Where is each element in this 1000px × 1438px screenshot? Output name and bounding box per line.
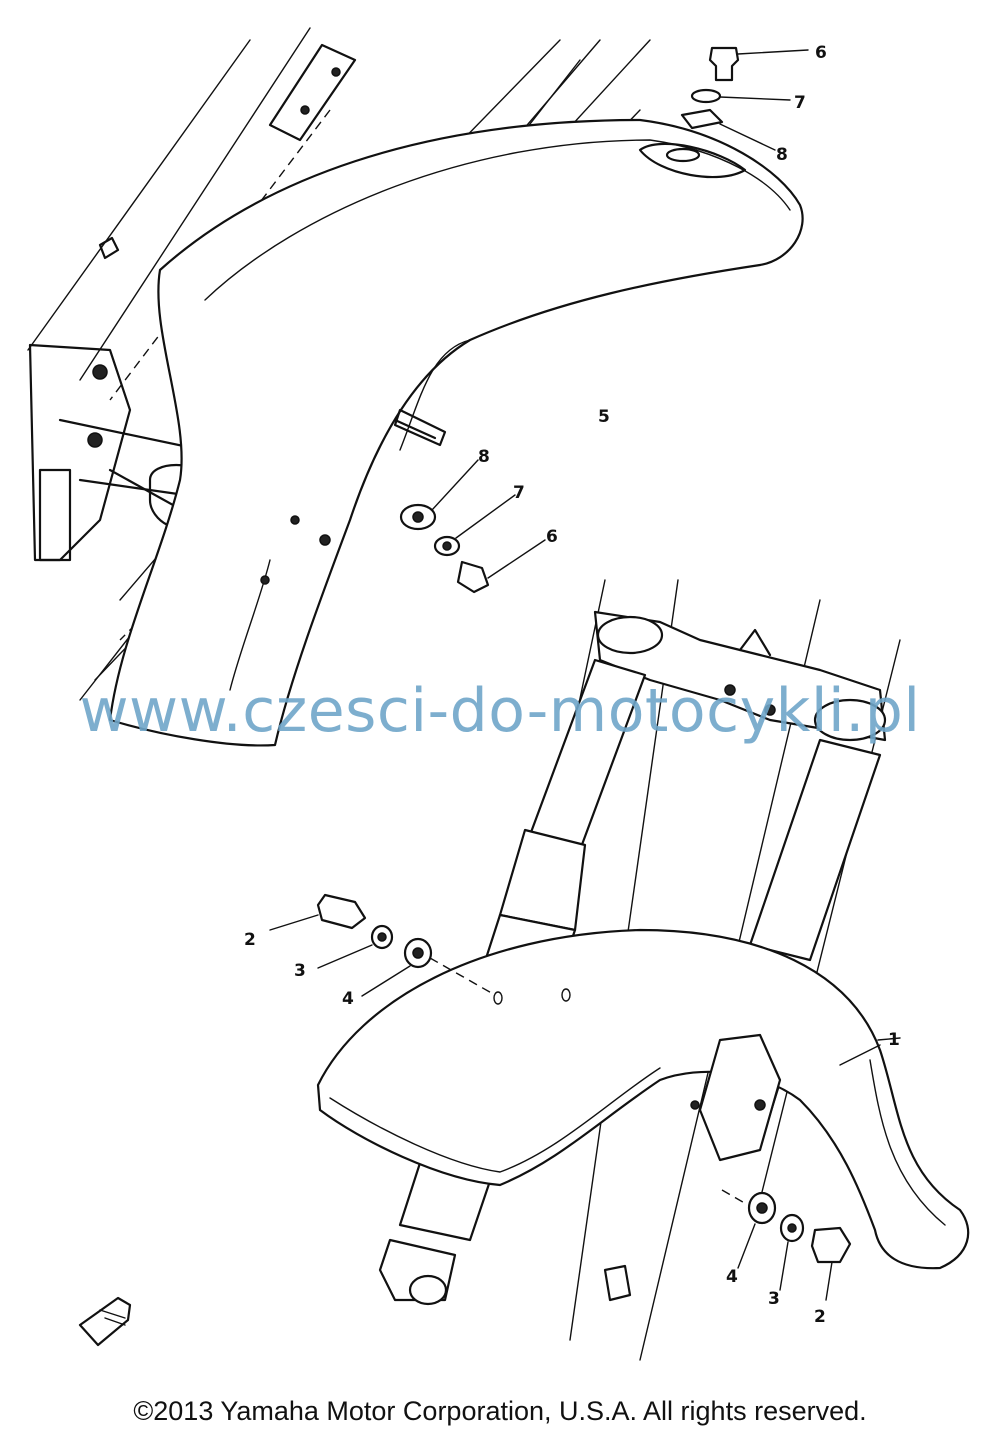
watermark-text: www.czesci-do-motocykli.pl	[79, 676, 921, 746]
plain-washer-left	[361, 937, 496, 997]
plain-washer-top	[680, 108, 776, 151]
fender-stud	[393, 408, 447, 447]
triple-clamp	[593, 610, 887, 742]
callout-6-top: 6	[815, 43, 827, 63]
callout-4-left: 4	[342, 989, 354, 1009]
callout-2-left: 2	[244, 930, 256, 950]
plain-washer-mid	[399, 459, 479, 531]
callout-7-top: 7	[794, 93, 806, 113]
callout-8-mid: 8	[478, 447, 490, 467]
lock-washer-mid	[433, 494, 516, 557]
lock-washer-top	[690, 88, 791, 104]
lock-washer-right	[779, 1213, 805, 1291]
callout-3-right: 3	[768, 1289, 780, 1309]
callout-6-mid: 6	[546, 527, 558, 547]
bolt-top	[708, 46, 809, 82]
callout-8-top: 8	[776, 145, 788, 165]
callout-2-right: 2	[814, 1307, 826, 1327]
lock-washer-left	[317, 924, 394, 969]
callout-1: 1	[888, 1030, 900, 1050]
callout-4-right: 4	[726, 1267, 738, 1287]
front-fender	[316, 928, 970, 1270]
frame-bracket	[98, 43, 357, 260]
copyright-notice: ©2013 Yamaha Motor Corporation, U.S.A. A…	[133, 1396, 867, 1426]
callout-3-left: 3	[294, 961, 306, 981]
callout-7-mid: 7	[513, 483, 525, 503]
bolt-right	[810, 1226, 852, 1301]
callout-5: 5	[598, 407, 610, 427]
bolt-mid	[456, 539, 546, 594]
axle-bracket	[378, 1238, 457, 1306]
rear-fender	[108, 118, 804, 747]
bolt-left	[269, 893, 367, 931]
plain-washer-right	[721, 1189, 777, 1269]
small-fragment	[78, 1264, 632, 1347]
